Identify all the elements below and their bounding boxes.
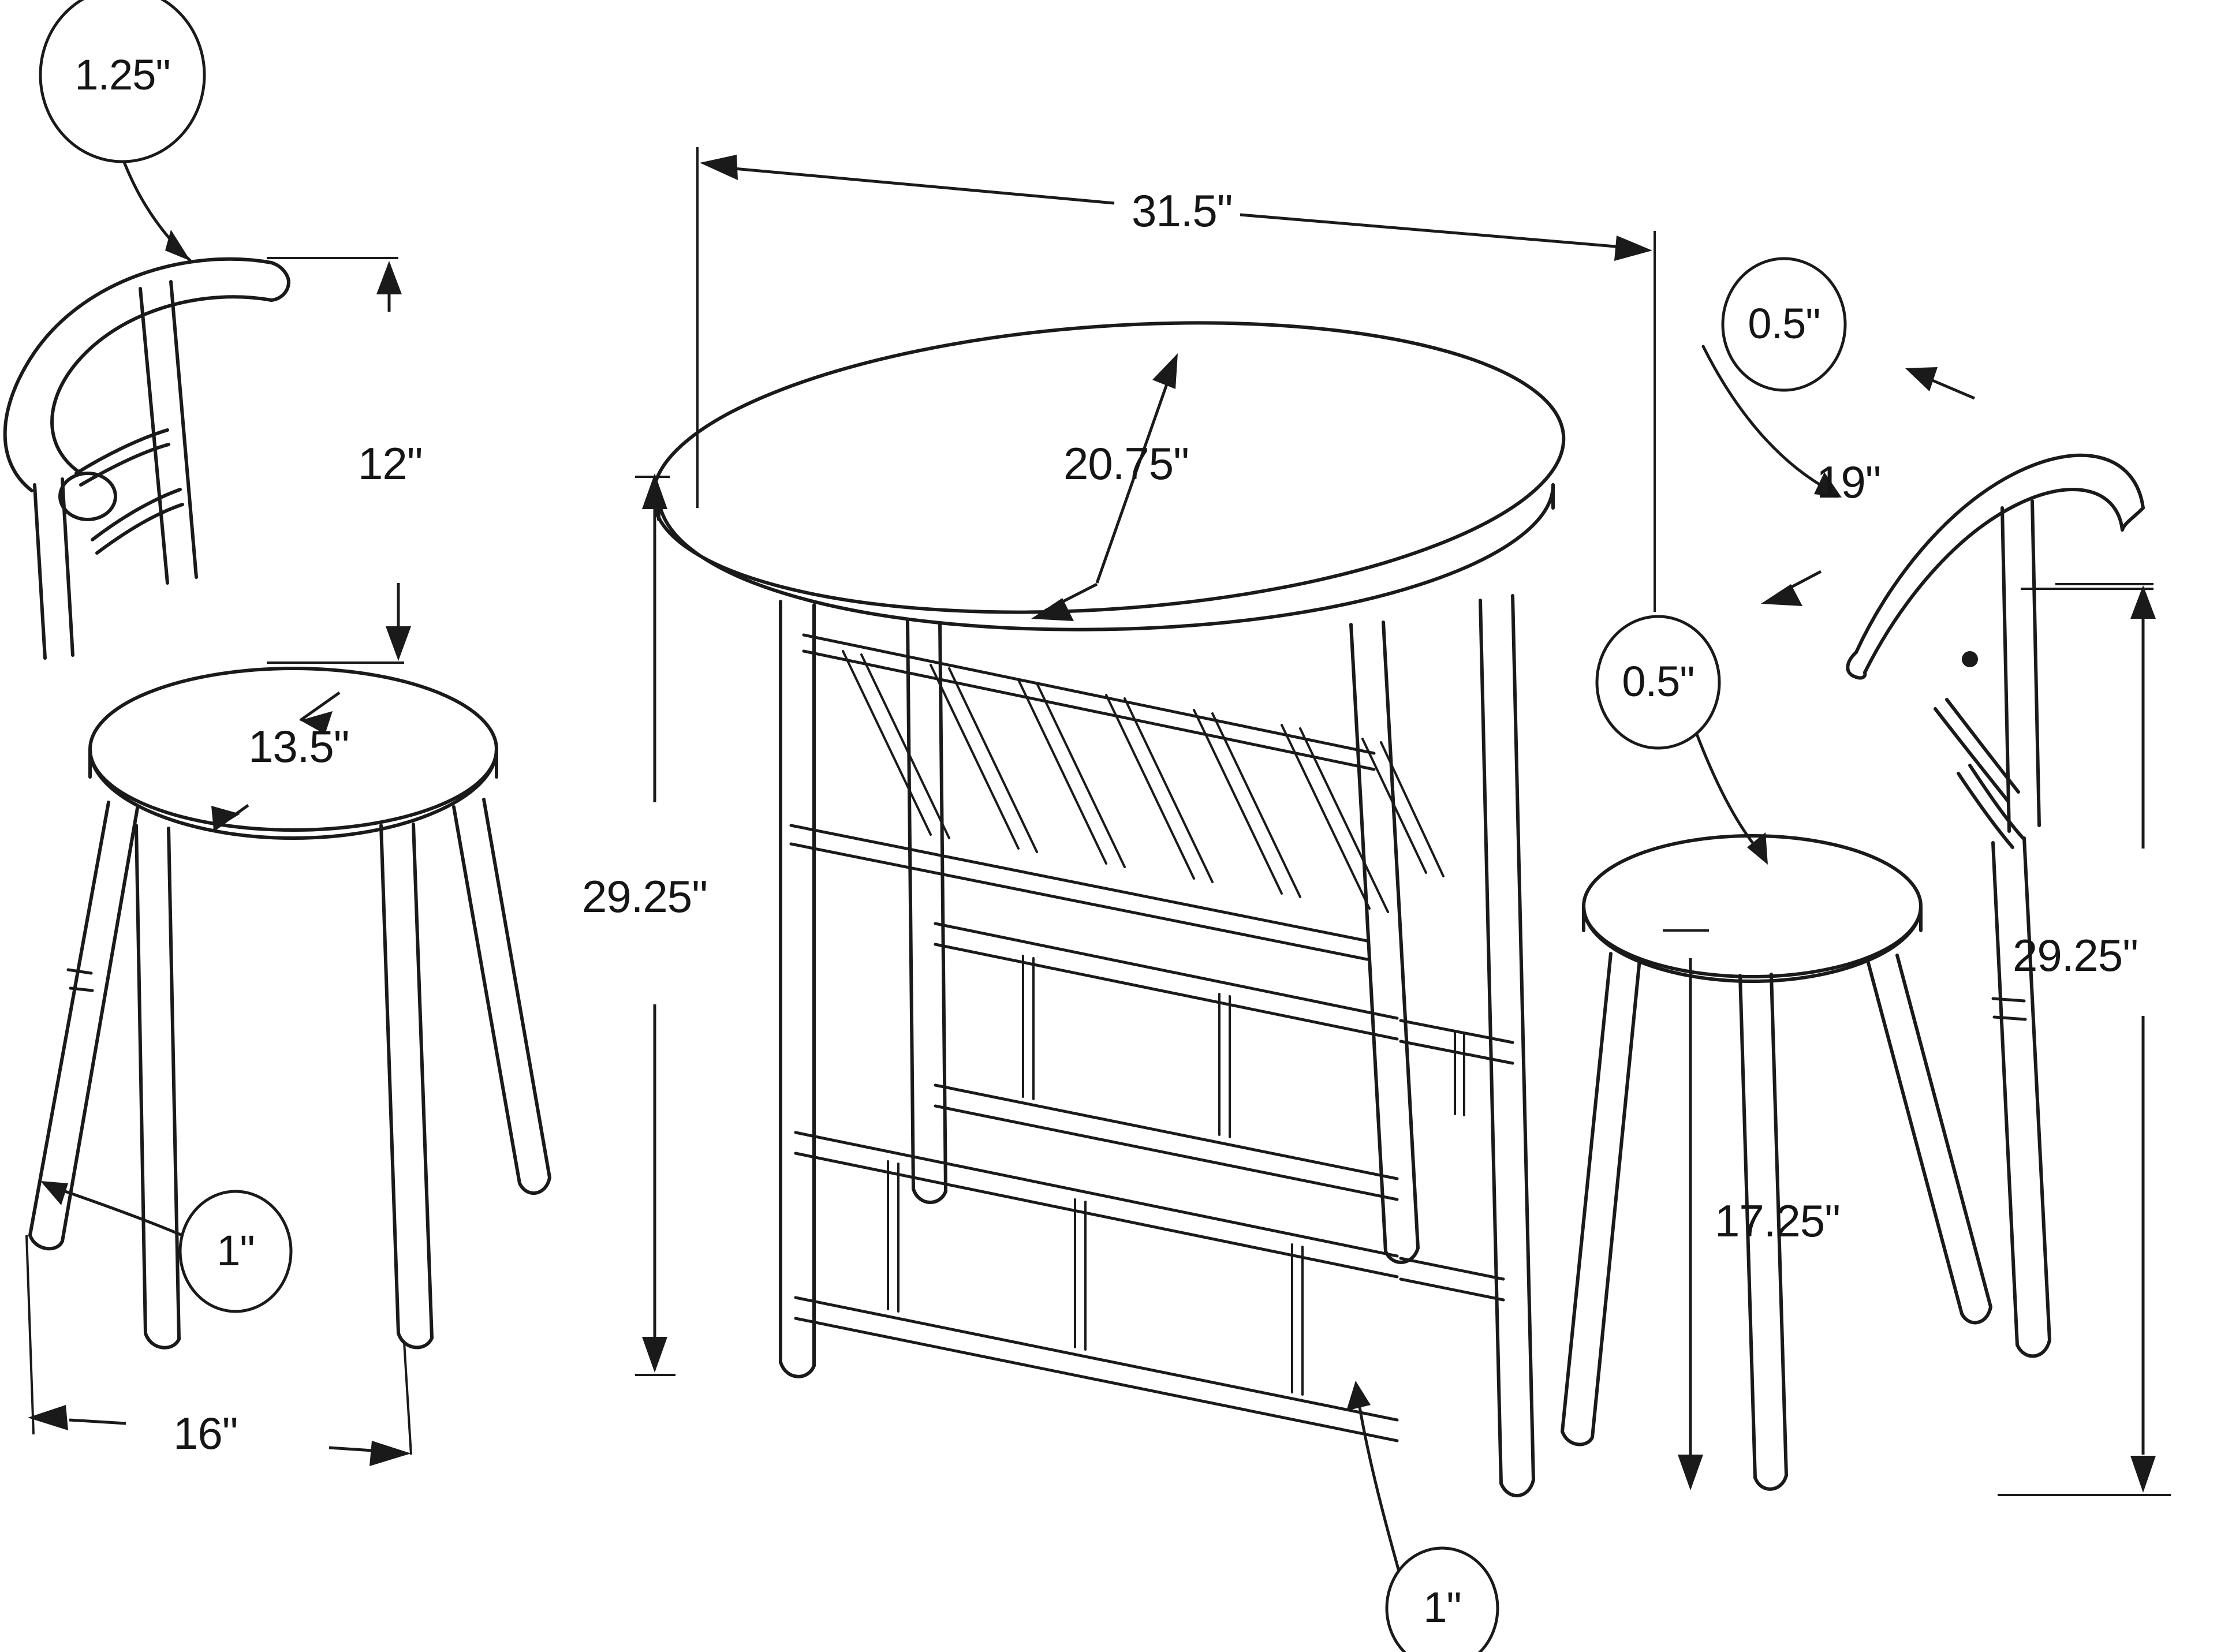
dim-12-label: 12" [358,438,422,489]
dim-16-label: 16" [173,1408,237,1459]
dim-table-29-25-label: 29.25" [582,871,707,922]
dim-seat-diameter-left-chair [211,691,341,832]
dim-seat-height-right-chair: 17.25" [1663,929,1841,1490]
dim-backrest-height-left-chair: 12" [267,257,423,664]
dim-backrest-width-right-chair: 19" [1761,367,2156,664]
dim-13-5-label: 13.5" [248,721,349,772]
dim-table-height: 29.25" [582,473,708,1376]
callout-0-5-top-label: 0.5" [1748,300,1820,347]
callout-1-25-label: 1.25" [74,51,170,99]
callout-backrest-thickness: 0.5" [1701,257,1847,498]
callout-1-inch-table-label: 1" [1423,1583,1461,1631]
dim-overall-height-right-chair: 29.25" [1998,583,2171,1496]
right-chair-drawing [1561,453,2145,1491]
dim-table-depth [1031,353,1178,621]
dim-leg-span-left-chair: 16" [25,1235,412,1466]
dim-table-width: 31.5" [696,147,1656,612]
callout-1-inch-chair-label: 1" [217,1227,254,1274]
dim-20-75-label: 20.75" [1063,438,1189,489]
dim-31-5-label: 31.5" [1132,185,1233,236]
left-chair-drawing [3,257,551,1350]
callout-0-5-seat-label: 0.5" [1622,657,1694,705]
callout-table-leg-diameter: 1" [1346,1381,1499,1652]
callout-chair-leg-diameter: 1" [40,1181,293,1313]
dim-17-25-label: 17.25" [1715,1195,1840,1246]
dim-19-label: 19" [1816,457,1880,507]
dim-right-29-25-label: 29.25" [2013,930,2138,981]
callout-backrest-tube-diameter: 1.25" [39,0,206,263]
callout-seat-thickness: 0.5" [1595,615,1768,865]
